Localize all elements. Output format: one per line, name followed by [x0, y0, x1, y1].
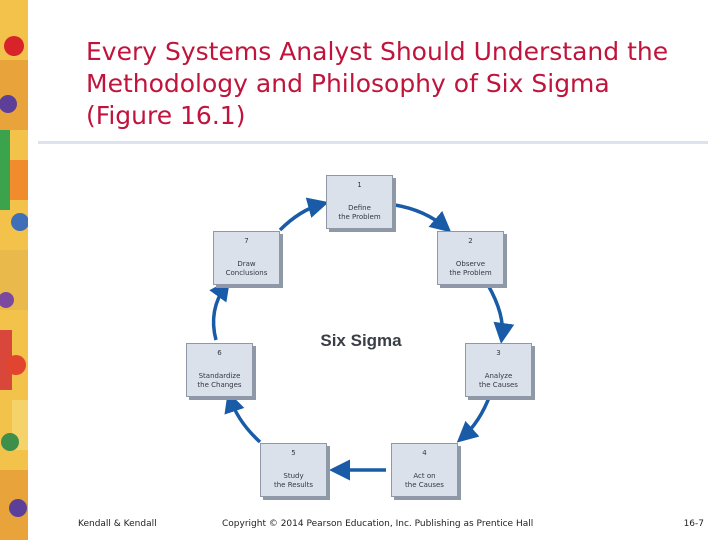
step-label: Analyze the Causes	[479, 372, 518, 389]
arrow-7-to-1	[278, 197, 329, 232]
footer-author: Kendall & Kendall	[78, 519, 157, 529]
step-box-4: 4 Act on the Causes	[391, 443, 458, 497]
arrow-3-to-4	[456, 394, 492, 443]
arrow-2-to-3	[486, 284, 515, 344]
six-sigma-cycle-diagram: 1 Define the Problem 2 Observe the Probl…	[150, 160, 570, 505]
footer-page-number: 16-7	[683, 519, 704, 529]
step-box-7: 7 Draw Conclusions	[213, 231, 280, 285]
arrow-6-to-7	[209, 279, 231, 341]
step-number: 3	[496, 349, 501, 357]
footer-copyright: Copyright © 2014 Pearson Education, Inc.…	[222, 519, 534, 529]
step-label: Draw Conclusions	[225, 260, 268, 277]
step-number: 7	[244, 237, 249, 245]
step-number: 1	[357, 181, 362, 189]
step-number: 6	[217, 349, 222, 357]
diagram-center-label: Six Sigma	[320, 331, 402, 350]
slide-title: Every Systems Analyst Should Understand …	[86, 37, 669, 130]
arrow-1-to-2	[394, 203, 452, 233]
step-box-3: 3 Analyze the Causes	[465, 343, 532, 397]
step-number: 5	[291, 449, 296, 457]
title-divider	[38, 141, 708, 144]
step-box-2: 2 Observe the Problem	[437, 231, 504, 285]
step-box-6: 6 Standardize the Changes	[186, 343, 253, 397]
cycle-arrows	[209, 197, 515, 481]
decorative-pattern-graphic	[0, 0, 28, 540]
decorative-side-strip	[0, 0, 28, 540]
step-box-1: 1 Define the Problem	[326, 175, 393, 229]
step-label: Study the Results	[274, 472, 313, 489]
step-box-5: 5 Study the Results	[260, 443, 327, 497]
step-label: Observe the Problem	[449, 260, 492, 277]
step-label: Define the Problem	[338, 204, 381, 221]
step-label: Act on the Causes	[405, 472, 444, 489]
step-number: 2	[468, 237, 473, 245]
step-label: Standardize the Changes	[197, 372, 242, 389]
step-number: 4	[422, 449, 427, 457]
arrow-5-to-6	[224, 391, 262, 444]
